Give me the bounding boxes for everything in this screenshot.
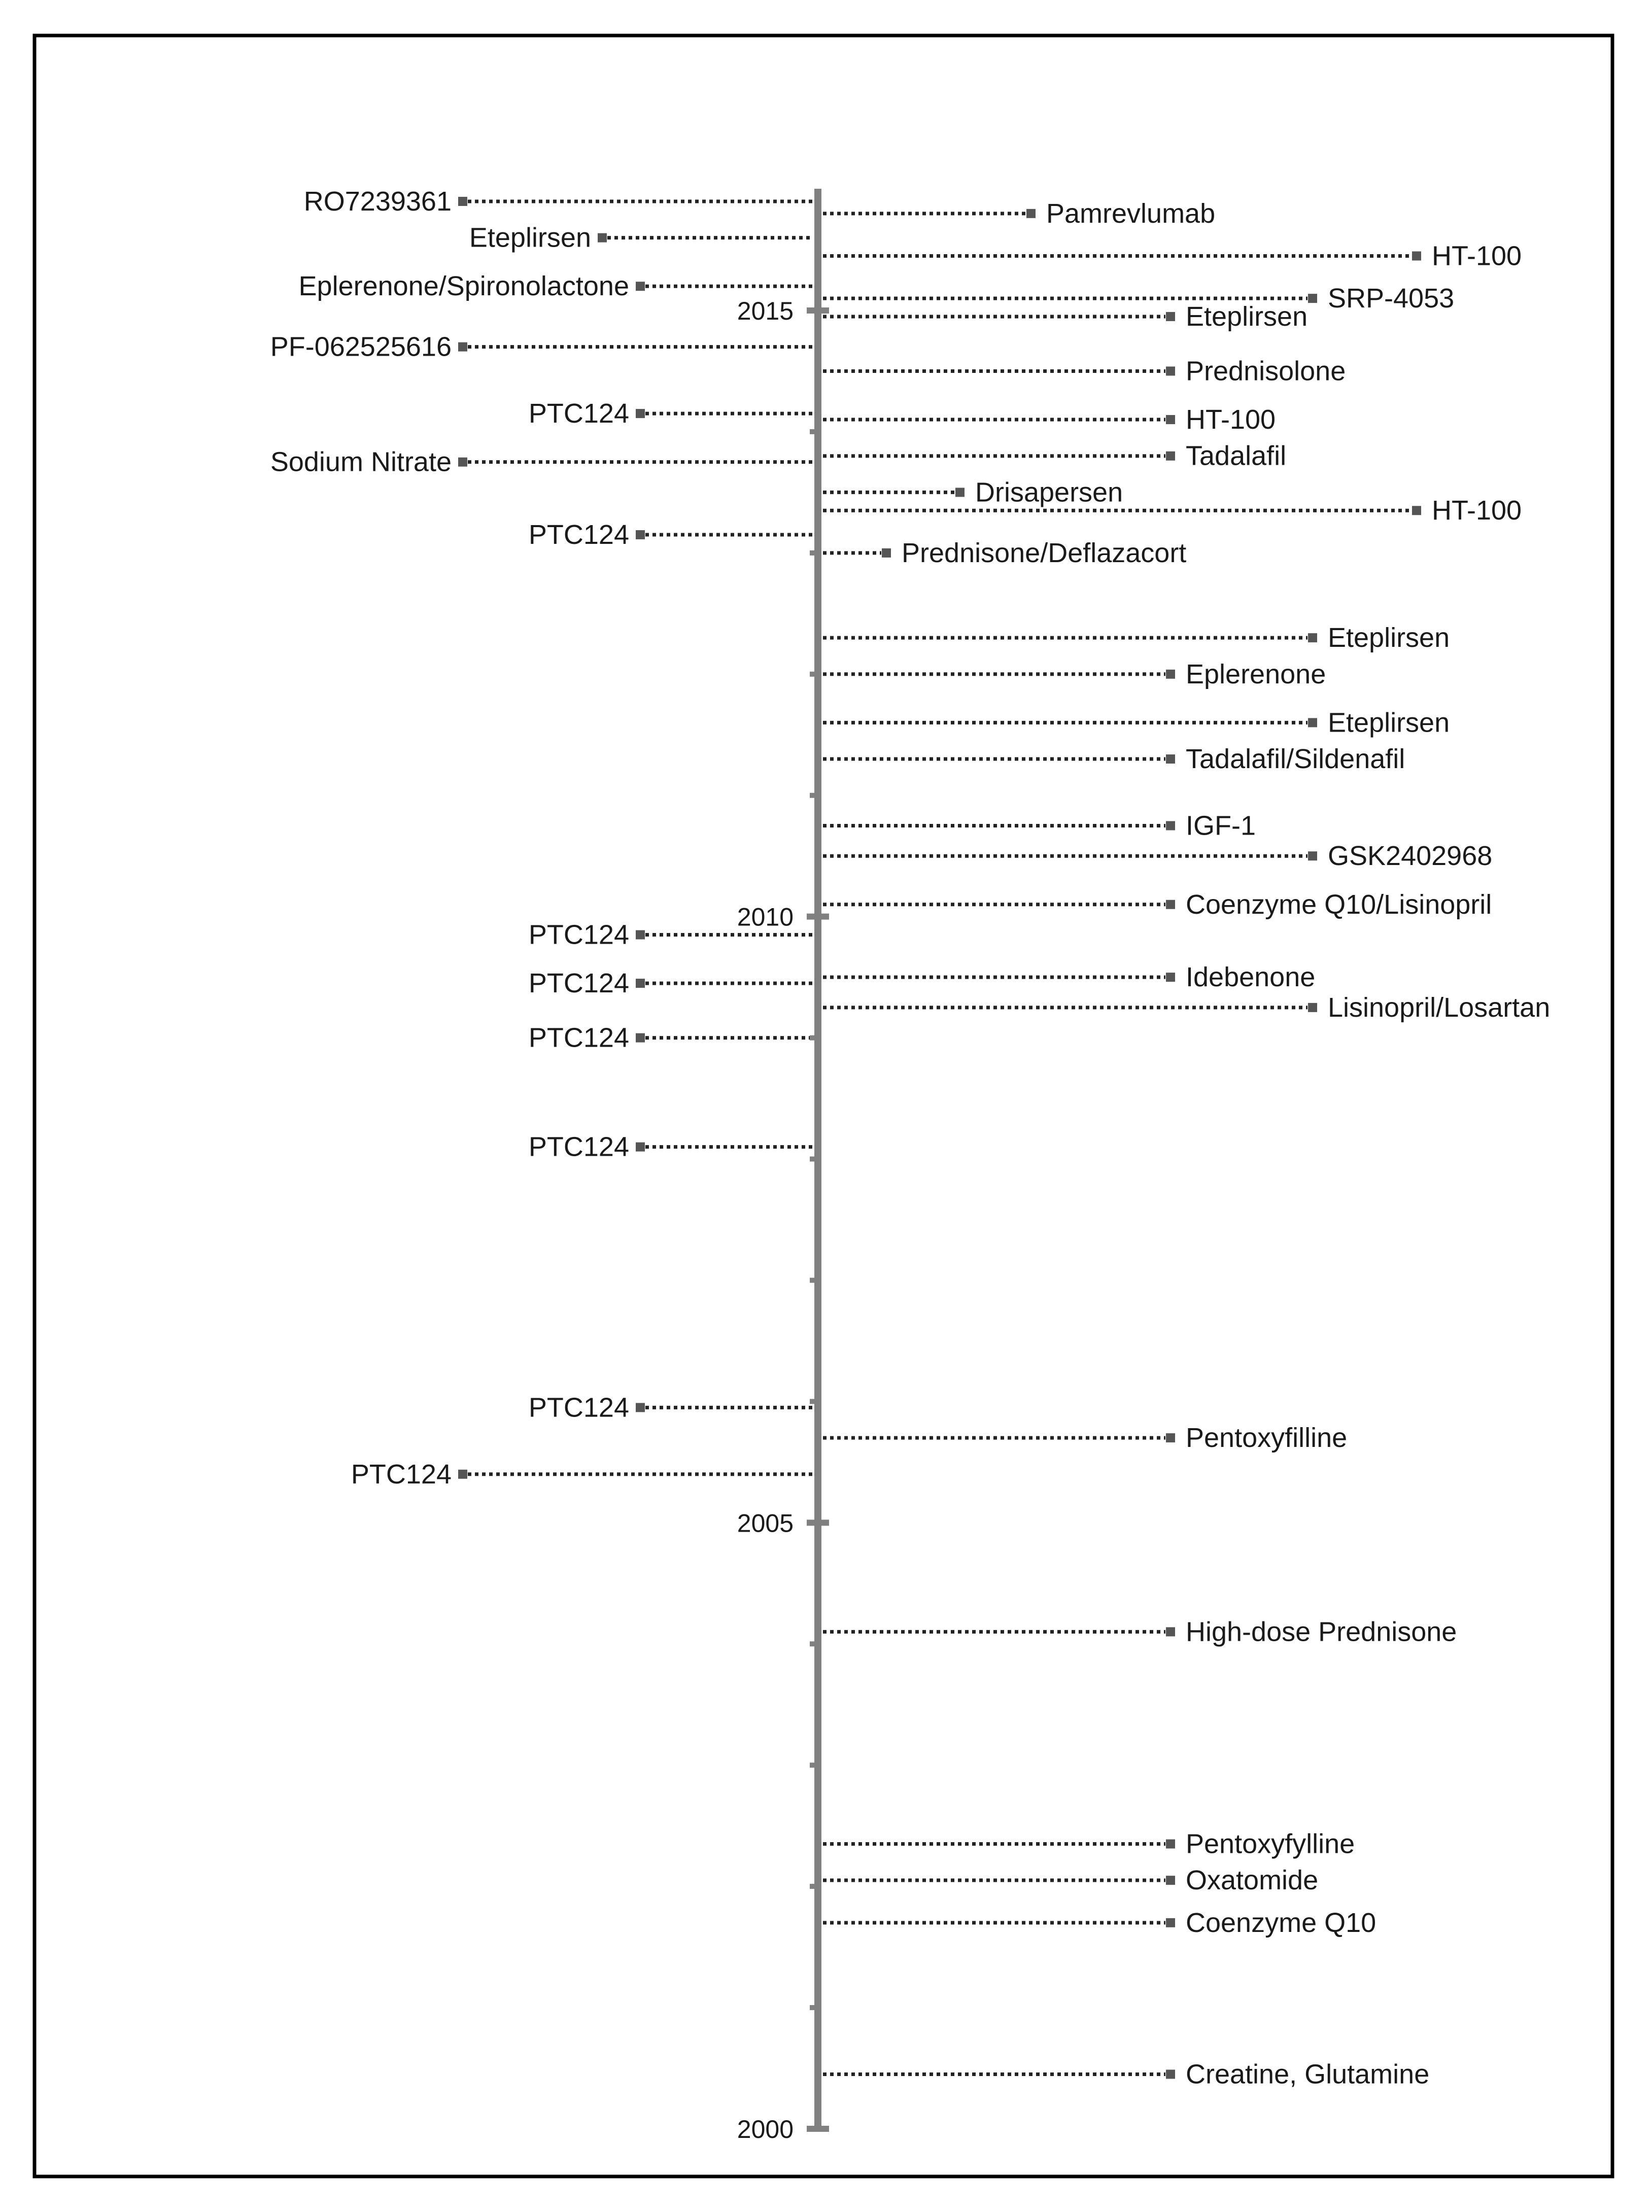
event-label: PTC124 <box>529 398 629 429</box>
leader-lines <box>468 199 1412 2076</box>
axis-ticks: 2000 2005 2010 2015 <box>737 297 829 2144</box>
event-label: HT-100 <box>1432 240 1522 271</box>
event-marker <box>1166 1839 1175 1849</box>
event-label: Pentoxyfilline <box>1186 1423 1347 1453</box>
event-label: Sodium Nitrate <box>270 447 452 477</box>
event-label: Pamrevlumab <box>1046 198 1215 229</box>
event-label: Creatine, Glutamine <box>1186 2059 1429 2089</box>
event-marker <box>1166 669 1175 679</box>
event-label: Eteplirsen <box>469 223 591 253</box>
event-marker <box>1166 366 1175 376</box>
event-label: Eplerenone/Spironolactone <box>299 271 629 301</box>
event-label: PTC124 <box>351 1459 452 1490</box>
event-label: PTC124 <box>529 1132 629 1162</box>
event-marker <box>1308 294 1317 303</box>
event-marker <box>1412 251 1421 261</box>
event-label: IGF-1 <box>1186 810 1256 841</box>
event-marker <box>636 930 645 940</box>
event-label: Coenzyme Q10/Lisinopril <box>1186 889 1492 920</box>
event-marker <box>1166 900 1175 909</box>
event-marker <box>1166 451 1175 461</box>
event-label: Coenzyme Q10 <box>1186 1908 1376 1938</box>
event-label: High-dose Prednisone <box>1186 1616 1457 1647</box>
event-marker <box>458 196 467 206</box>
tick-label: 2005 <box>737 1509 794 1537</box>
event-label: Idebenone <box>1186 962 1315 992</box>
event-label: Eteplirsen <box>1328 623 1450 653</box>
event-marker <box>458 457 467 467</box>
event-label: Eteplirsen <box>1328 707 1450 738</box>
event-marker <box>955 488 965 497</box>
event-label: Lisinopril/Losartan <box>1328 992 1550 1023</box>
event-marker <box>1308 718 1317 728</box>
event-marker <box>1166 2069 1175 2079</box>
event-marker <box>1166 1876 1175 1885</box>
tick-label: 2015 <box>737 297 794 325</box>
event-label: GSK2402968 <box>1328 841 1492 871</box>
event-label: Pentoxyfylline <box>1186 1829 1355 1859</box>
event-label: Prednisolone <box>1186 356 1346 386</box>
event-label: PTC124 <box>529 520 629 550</box>
event-marker <box>882 548 891 558</box>
event-label: PTC124 <box>529 968 629 998</box>
event-marker <box>1308 1003 1317 1012</box>
event-marker <box>1308 851 1317 861</box>
event-marker <box>458 342 467 352</box>
event-label: PTC124 <box>529 920 629 950</box>
event-marker <box>636 530 645 540</box>
event-marker <box>1166 973 1175 982</box>
event-marker <box>1166 1918 1175 1927</box>
event-marker <box>1412 506 1421 515</box>
event-label: PTC124 <box>529 1023 629 1053</box>
event-label: Eteplirsen <box>1186 301 1307 332</box>
event-marker <box>598 233 607 243</box>
event-marker <box>636 979 645 988</box>
event-marker <box>458 1469 467 1479</box>
event-marker <box>1026 209 1036 218</box>
event-label: Drisapersen <box>975 477 1123 507</box>
event-marker <box>1308 633 1317 643</box>
event-marker <box>1166 754 1175 764</box>
event-label: SRP-4053 <box>1328 283 1454 314</box>
tick-label: 2000 <box>737 2115 794 2144</box>
event-label: Tadalafil <box>1186 441 1286 471</box>
event-label: PF-062525616 <box>270 332 452 362</box>
event-marker <box>1166 312 1175 321</box>
tick-label: 2010 <box>737 903 794 931</box>
event-label: Eplerenone <box>1186 659 1326 689</box>
chart-frame <box>32 33 1614 2179</box>
event-labels: RO7239361EteplirsenEplerenone/Spironolac… <box>270 186 1551 2090</box>
event-label: PTC124 <box>529 1392 629 1423</box>
event-marker <box>1166 415 1175 425</box>
event-label: RO7239361 <box>304 186 452 217</box>
event-marker <box>636 1142 645 1152</box>
event-marker <box>636 1403 645 1412</box>
event-label: Tadalafil/Sildenafil <box>1186 744 1405 774</box>
event-marker <box>636 409 645 419</box>
event-marker <box>1166 821 1175 831</box>
event-markers <box>458 196 1421 2079</box>
event-label: HT-100 <box>1432 495 1522 526</box>
event-label: Oxatomide <box>1186 1865 1318 1895</box>
event-marker <box>1166 1627 1175 1637</box>
event-marker <box>636 1033 645 1043</box>
event-marker <box>636 282 645 291</box>
event-marker <box>1166 1433 1175 1443</box>
event-label: Prednisone/Deflazacort <box>902 538 1186 568</box>
event-label: HT-100 <box>1186 404 1276 435</box>
